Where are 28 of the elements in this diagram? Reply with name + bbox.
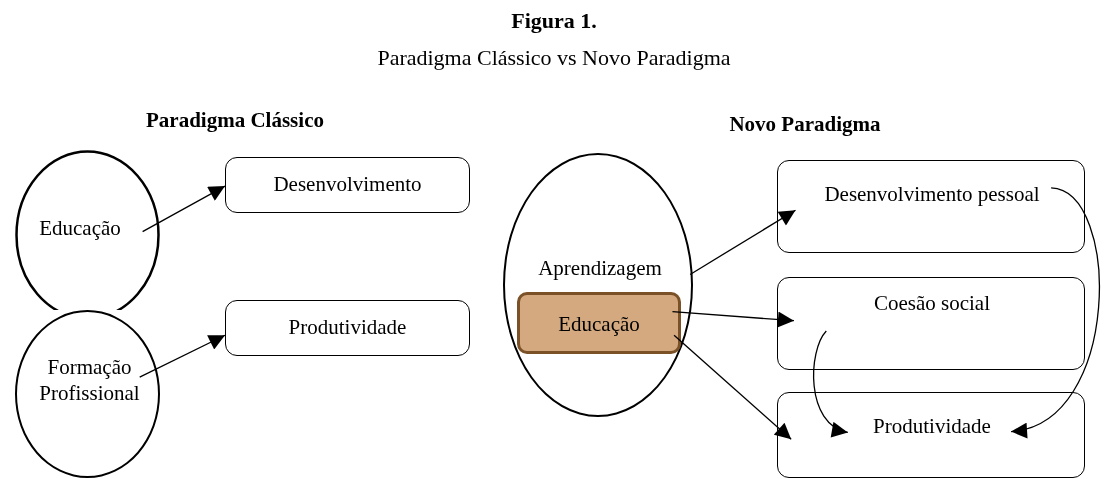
arrow bbox=[673, 334, 792, 440]
node-label: Educação bbox=[557, 311, 641, 337]
node-label: Desenvolvimento bbox=[272, 171, 423, 197]
highlight-box bbox=[517, 292, 681, 354]
section-heading: Novo Paradigma bbox=[728, 112, 882, 137]
node-label: Coesão social bbox=[872, 290, 992, 316]
subtitle: Paradigma Clássico vs Novo Paradigma bbox=[376, 45, 732, 71]
ellipse-node bbox=[15, 310, 160, 478]
arrow bbox=[689, 209, 797, 276]
arrow bbox=[671, 311, 795, 328]
arrow bbox=[139, 334, 226, 378]
node-label: Educação bbox=[38, 215, 122, 241]
node-label: Produtividade bbox=[287, 314, 408, 340]
rounded-box bbox=[225, 157, 470, 213]
arrow bbox=[141, 185, 226, 233]
rounded-box bbox=[777, 277, 1085, 370]
node-label: Produtividade bbox=[872, 413, 992, 439]
figure-title: Figura 1. bbox=[510, 8, 598, 34]
node-label: Aprendizagem bbox=[537, 255, 663, 281]
section-heading: Paradigma Clássico bbox=[145, 108, 325, 133]
rounded-box bbox=[777, 392, 1085, 478]
ellipse-node bbox=[503, 153, 693, 417]
rounded-box bbox=[777, 160, 1085, 253]
node-label: Formação Profissional bbox=[38, 354, 141, 406]
rounded-box bbox=[225, 300, 470, 356]
node-label: Desenvolvimento pessoal bbox=[823, 181, 1041, 207]
arrow bbox=[1010, 187, 1100, 436]
arrow bbox=[812, 330, 849, 436]
